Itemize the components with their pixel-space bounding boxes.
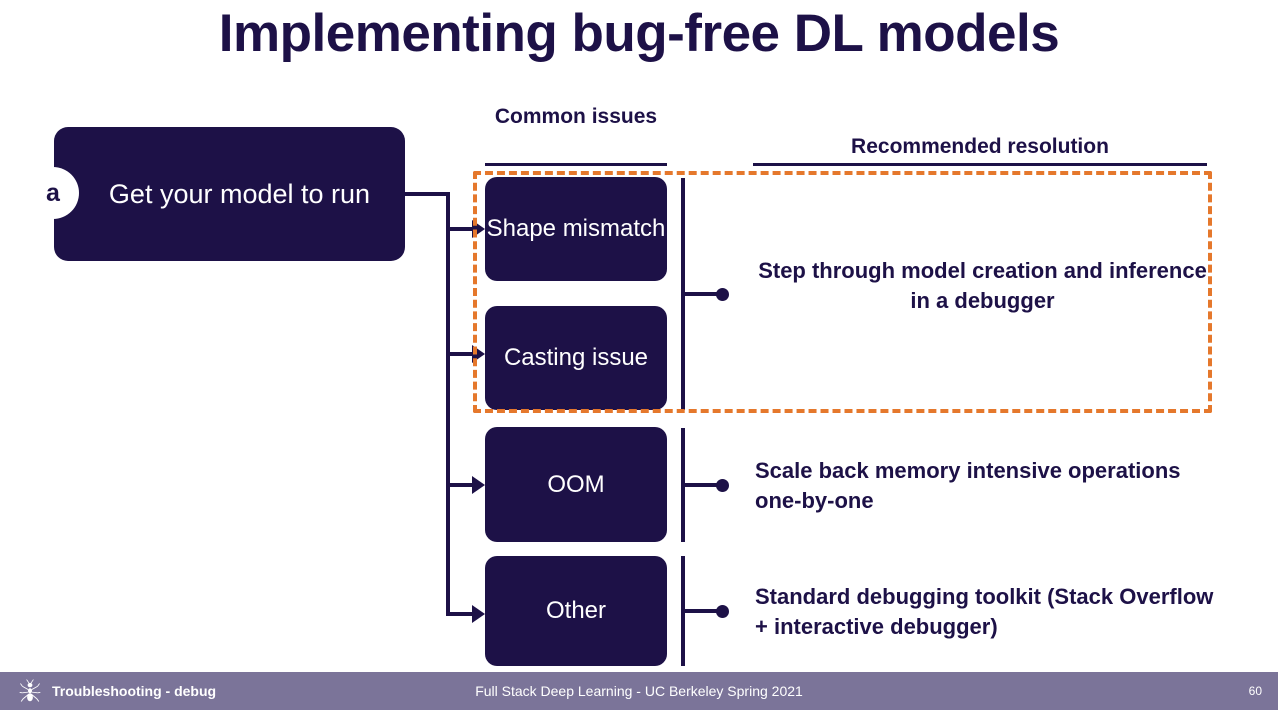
main-stage-box: Get your model to run [54, 127, 405, 261]
issue-box-other: Other [485, 556, 667, 666]
issue-label: Shape mismatch [486, 215, 666, 243]
issue-box-casting-issue: Casting issue [485, 306, 667, 410]
connector-dot-oom [716, 479, 729, 492]
ant-icon [19, 679, 41, 702]
connector-branch-shape-mismatch [446, 227, 474, 231]
resolution-text-debugger: Step through model creation and inferenc… [758, 258, 1207, 314]
connector-stub-debugger-group [681, 292, 720, 296]
column-header-common-issues: Common issues [494, 105, 658, 128]
connector-branch-oom [446, 483, 474, 487]
column-header-recommended-resolution: Recommended resolution [851, 135, 1109, 158]
resolution-text-other: Standard debugging toolkit (Stack Overfl… [755, 584, 1214, 640]
issue-box-oom: OOM [485, 427, 667, 542]
connector-trunk-vertical [446, 192, 450, 616]
issue-label: Casting issue [503, 344, 649, 372]
issue-box-shape-mismatch: Shape mismatch [485, 177, 667, 281]
column-header-common-issues-underline [485, 163, 667, 166]
connector-stub-other [681, 609, 720, 613]
issue-label: Other [545, 597, 607, 625]
footer-section-label: Troubleshooting - debug [52, 683, 217, 699]
column-header-recommended-resolution-underline [753, 163, 1207, 166]
connector-branch-casting-issue [446, 352, 474, 356]
connector-dot-debugger-group [716, 288, 729, 301]
main-stage-label: Get your model to run [108, 178, 371, 209]
arrow-icon-casting-issue [472, 345, 485, 363]
arrow-icon-other [472, 605, 485, 623]
page-title: Implementing bug-free DL models [218, 4, 1060, 63]
connector-trunk-horizontal [405, 192, 450, 196]
footer-course-label: Full Stack Deep Learning - UC Berkeley S… [475, 683, 803, 699]
arrow-icon-shape-mismatch [472, 220, 485, 238]
connector-branch-other [446, 612, 474, 616]
connector-dot-other [716, 605, 729, 618]
issue-label: OOM [547, 470, 605, 498]
connector-stub-oom [681, 483, 720, 487]
footer-bar: Troubleshooting - debug Full Stack Deep … [0, 672, 1278, 710]
arrow-icon-oom [472, 476, 485, 494]
step-badge: a [27, 167, 79, 219]
resolution-text-oom: Scale back memory intensive operations o… [755, 458, 1181, 514]
footer-page-number: 60 [1248, 684, 1262, 698]
